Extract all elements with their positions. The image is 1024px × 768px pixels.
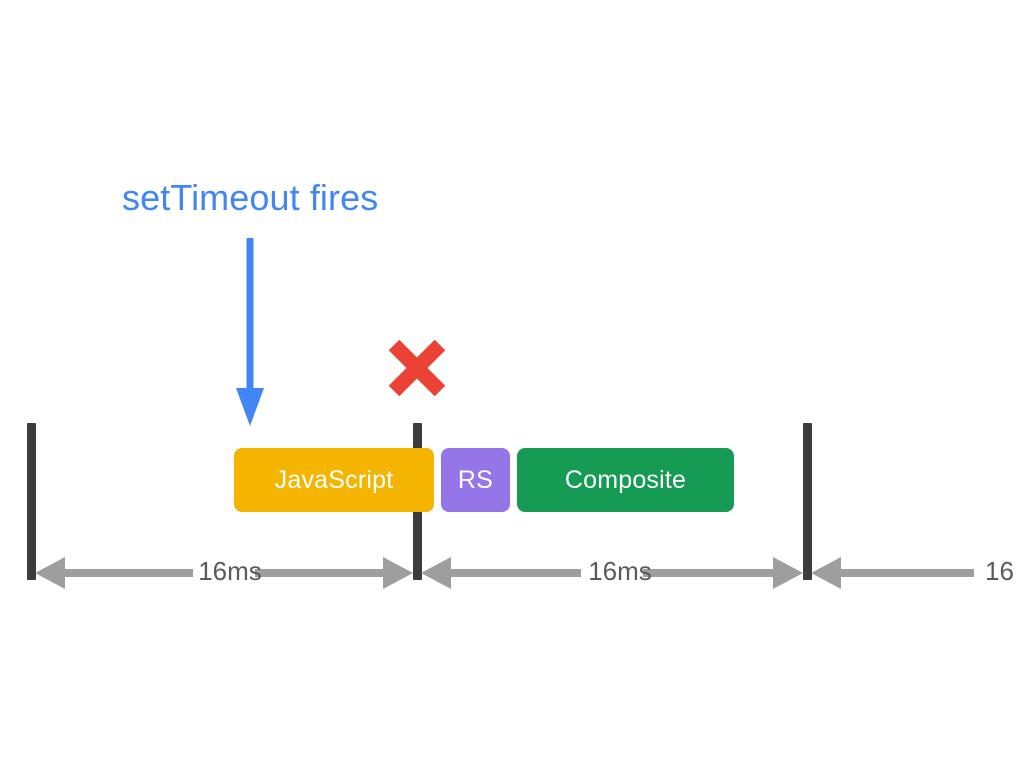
task-bar-javascript[interactable]: JavaScript [234,448,434,512]
down-arrow-icon [234,238,266,428]
task-bar-composite[interactable]: Composite [517,448,734,512]
frame-boundary-tick-2 [803,423,812,580]
measure-arrow-1 [419,552,805,594]
frame-boundary-tick-0 [27,423,36,580]
task-bar-rs[interactable]: RS [441,448,510,512]
annotation-label-settimeout-fires: setTimeout fires [122,177,379,218]
measure-arrow-2 [809,552,1024,594]
measure-arrow-0 [33,552,415,594]
measure-label-0: 16ms [198,556,262,586]
measure-label-2: 16 [985,556,1014,586]
red-x-icon [386,337,448,399]
measure-label-1: 16ms [588,556,652,586]
